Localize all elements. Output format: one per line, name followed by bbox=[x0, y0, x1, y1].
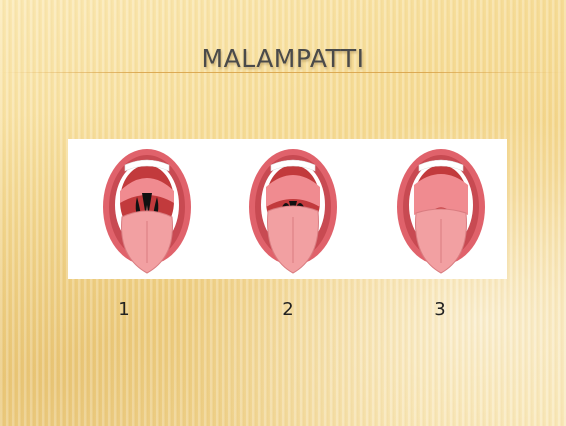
class-3-label: 3 bbox=[420, 299, 460, 320]
class-1-label: 1 bbox=[104, 299, 144, 320]
mallampati-class-1-mouth-icon bbox=[92, 145, 202, 277]
class-2-label: 2 bbox=[268, 299, 308, 320]
mallampati-class-2-mouth-icon bbox=[238, 145, 348, 277]
title-divider bbox=[0, 72, 566, 73]
mallampati-class-3-mouth-icon bbox=[386, 145, 496, 277]
mallampati-illustration-panel bbox=[68, 139, 507, 279]
slide-title: MALAMPATTI bbox=[0, 44, 566, 73]
